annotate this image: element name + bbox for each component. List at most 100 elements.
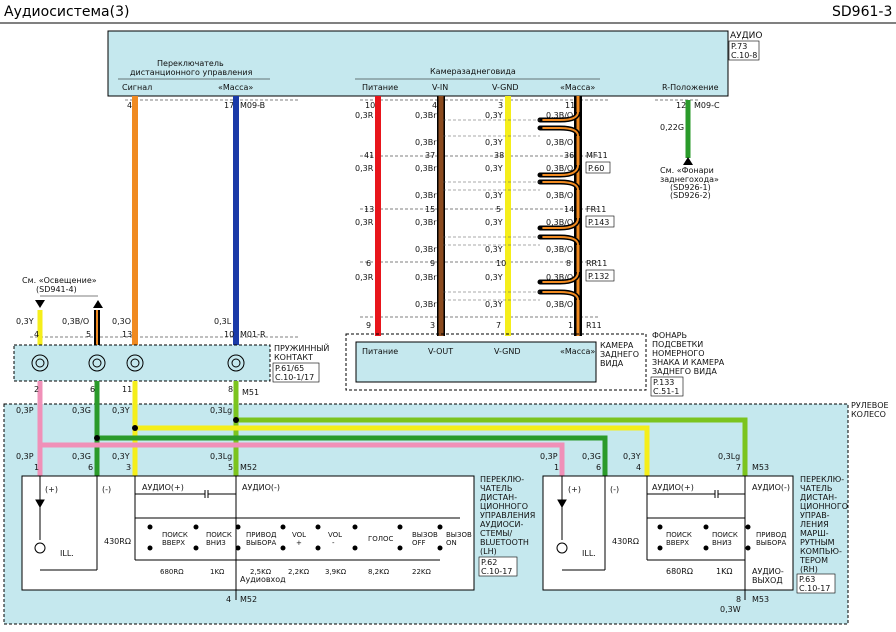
svg-text:(RH): (RH) xyxy=(800,565,818,574)
w-bo-4: 0,3B/O xyxy=(546,191,573,200)
cam-name-3: ВИДА xyxy=(600,359,624,368)
sd926-1-link[interactable]: (SD926-1) xyxy=(670,183,711,192)
w-bo-6: 0,3B/O xyxy=(546,245,573,254)
w-w: 0,3W xyxy=(720,605,741,614)
w-o: 0,3O xyxy=(112,317,131,326)
w-lg-3: 0,3Lg xyxy=(718,452,740,461)
btn-voice: ГОЛОС xyxy=(368,535,394,543)
w-g-1: 0,3G xyxy=(72,406,91,415)
pin-4d: 4 xyxy=(226,595,231,604)
audio-ref2: C.10-8 xyxy=(731,51,757,60)
pin-17: 17 xyxy=(224,101,234,110)
w-g-3: 0,3G xyxy=(582,452,601,461)
w-r-4: 0,3R xyxy=(355,273,374,282)
btn-volm: VOL xyxy=(328,531,342,539)
rh-circuit xyxy=(556,476,746,600)
pin-11: 11 xyxy=(565,101,575,110)
pin-4b: 4 xyxy=(34,330,39,339)
conn-m53: M53 xyxy=(752,463,769,472)
lh-ill: ILL. xyxy=(60,549,74,558)
btn-down: ПОИСК xyxy=(206,531,232,539)
w-y-illum: 0,3Y xyxy=(16,317,34,326)
pin-10c: 10 xyxy=(224,330,234,339)
lh-name: ПЕРЕКЛЮ- ЧАТЕЛЬ ДИСТАН- ЦИОННОГО УПРАВЛЕ… xyxy=(480,475,535,556)
w-y-6: 0,3Y xyxy=(485,245,503,254)
pin-1c: 1 xyxy=(554,463,559,472)
rh-ref: P.63 xyxy=(799,575,815,584)
pin-6d: 6 xyxy=(596,463,601,472)
spring-name-2: КОНТАКТ xyxy=(274,353,313,362)
svg-text:ВНИЗ: ВНИЗ xyxy=(712,539,732,547)
pin-5c: 5 xyxy=(228,463,233,472)
rh-name: ПЕРЕКЛЮ- ЧАТЕЛЬ ДИСТАН- ЦИОННОГО УПРАВ- … xyxy=(799,475,848,574)
w-p-3: 0,3P xyxy=(540,452,558,461)
w-y-5: 0,3Y xyxy=(485,218,503,227)
w-br-2: 0,3Br xyxy=(415,138,437,147)
sd941-4-link[interactable]: (SD941-4) xyxy=(36,285,77,294)
w-br-1: 0,3Br xyxy=(415,111,437,120)
w-bo-7: 0,3B/O xyxy=(546,273,573,282)
w-r-1: 0,3R xyxy=(355,111,374,120)
conn-mf11: MF11 xyxy=(586,151,608,160)
w-br-8: 0,3Br xyxy=(415,300,437,309)
rh-ref2: C.10-17 xyxy=(799,584,830,593)
lh-input: Аудиовход xyxy=(240,575,286,584)
mf11-ref: P.60 xyxy=(588,164,604,173)
cam-name-1: КАМЕРА xyxy=(600,341,634,350)
pin-4c: 4 xyxy=(636,463,641,472)
pin-36: 36 xyxy=(564,151,574,160)
conn-m52: M52 xyxy=(240,463,257,472)
rpos-pin-label: R-Положение xyxy=(662,83,719,92)
camera-group-label: Камеразаднеговида xyxy=(430,67,516,76)
cam-ref2: C.51-1 xyxy=(653,387,679,396)
r39: 3,9KΩ xyxy=(325,568,347,576)
svg-text:ПОИСК: ПОИСК xyxy=(712,531,738,539)
w-y-1: 0,3Y xyxy=(485,111,503,120)
pin-1: 1 xyxy=(568,321,573,330)
w-p-2: 0,3P xyxy=(16,452,34,461)
svg-text:ПОИСК: ПОИСК xyxy=(666,531,692,539)
r22k: 22KΩ xyxy=(412,568,431,576)
pin-7: 7 xyxy=(496,321,501,330)
lh-audio-plus: АУДИО(+) xyxy=(142,483,184,492)
btn-off-2: OFF xyxy=(412,539,426,547)
conn-m01r: M01-R xyxy=(240,330,266,339)
svg-text:ЧАТЕЛЬ: ЧАТЕЛЬ xyxy=(800,484,832,493)
svg-text:РУТНЫМ: РУТНЫМ xyxy=(800,538,835,547)
rh-output-2: ВЫХОД xyxy=(752,576,783,585)
pin-15: 15 xyxy=(425,205,435,214)
pin-5b: 5 xyxy=(86,330,91,339)
btn-volp-2: + xyxy=(296,539,302,547)
svg-text:ЛЕНИЯ: ЛЕНИЯ xyxy=(800,520,829,529)
lamp-4: ЗНАКА И КАМЕРА xyxy=(652,358,725,367)
svg-text:ДИСТАН-: ДИСТАН- xyxy=(480,493,517,502)
spring-name-1: ПРУЖИННЫЙ xyxy=(274,342,329,353)
wheel-name-2: КОЛЕСО xyxy=(851,410,886,419)
rr11-ref: P.132 xyxy=(588,272,609,281)
w-bo-5: 0,3B/O xyxy=(546,218,573,227)
fr11-ref: P.143 xyxy=(588,218,609,227)
pin-3: 3 xyxy=(498,101,503,110)
switch-group-label2: дистанционного управления xyxy=(130,68,253,77)
w-bo-illum: 0,3B/O xyxy=(62,317,89,326)
pin-3c: 3 xyxy=(126,463,131,472)
pin-8: 8 xyxy=(566,259,571,268)
diagram-code: SD961-3 xyxy=(832,4,892,20)
pin-14: 14 xyxy=(564,205,574,214)
r680: 680RΩ xyxy=(160,568,184,576)
lower-wires xyxy=(37,381,748,476)
btn-volm-2: - xyxy=(332,539,335,547)
conn-m53b: M53 xyxy=(752,595,769,604)
diagram-title: Аудиосистема(3) xyxy=(4,4,129,20)
spring-ref2: C.10-1/17 xyxy=(275,373,314,382)
w-bo-8: 0,3B/O xyxy=(546,300,573,309)
audio-label: АУДИО xyxy=(730,31,763,41)
sd926-2-link[interactable]: (SD926-2) xyxy=(670,191,711,200)
rh-r680: 680RΩ xyxy=(666,567,693,576)
cam-ground-label: «Масса» xyxy=(560,347,595,356)
pin-6: 6 xyxy=(366,259,371,268)
w-y-4: 0,3Y xyxy=(485,191,503,200)
light-ref-1: См. «Фонари xyxy=(660,166,714,175)
spring-coils xyxy=(31,354,245,372)
